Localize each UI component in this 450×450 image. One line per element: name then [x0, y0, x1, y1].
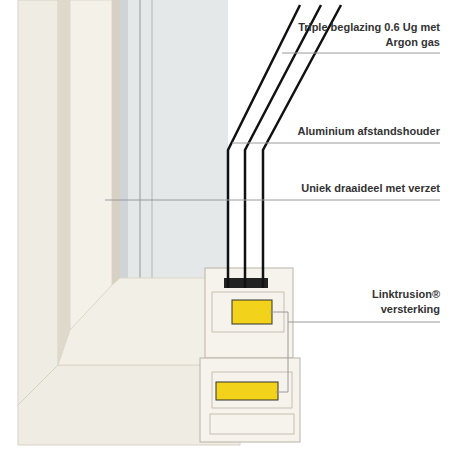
bracket-line — [288, 312, 289, 392]
chamber — [212, 372, 292, 408]
pane-line — [245, 5, 321, 288]
pane-line — [263, 5, 341, 288]
leader-lines — [105, 53, 440, 392]
glass-area — [118, 0, 228, 282]
bracket-line — [270, 312, 288, 313]
callout-label: Linktrusion® versterking — [356, 287, 440, 317]
profile-section — [200, 268, 300, 442]
glass-line — [151, 0, 153, 280]
glass-pane — [118, 0, 228, 282]
sash-bevel — [112, 0, 120, 285]
frame-face — [18, 0, 58, 405]
reinforcement — [232, 300, 272, 324]
callout-label: Aluminium afstandshouder — [298, 124, 440, 139]
reinforcement — [216, 382, 278, 400]
sash-bottom — [58, 278, 225, 365]
sash-face — [70, 0, 112, 330]
leader-line — [232, 143, 440, 144]
bracket-line — [276, 392, 288, 393]
leader-line — [282, 53, 440, 54]
leader-line — [105, 200, 440, 201]
glass-panes — [228, 5, 341, 288]
frame-section — [200, 358, 300, 442]
chamber — [210, 414, 294, 434]
callout-label: Uniek draaideel met verzet — [301, 181, 440, 196]
callout-label: Triple beglazing 0.6 Ug met Argon gas — [288, 20, 440, 50]
glass-line — [139, 0, 141, 280]
leader-line — [288, 322, 440, 323]
sash-section — [205, 268, 293, 358]
